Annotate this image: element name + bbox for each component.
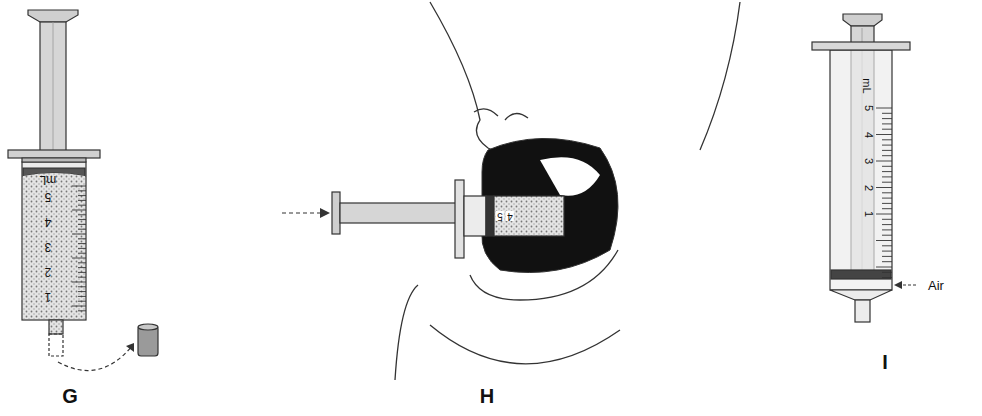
scale-tick	[78, 267, 86, 268]
scale-number: 4	[45, 216, 52, 228]
scale-tick	[882, 166, 892, 167]
scale-tick	[882, 198, 892, 199]
scale-tick	[882, 129, 892, 130]
scale-tick	[882, 139, 892, 140]
figure-letter: H	[480, 386, 494, 406]
syringe-i	[812, 14, 910, 322]
scale-tick	[882, 145, 892, 146]
scale-tick	[876, 187, 892, 188]
dashed-arrow	[282, 212, 322, 213]
scale-number: 5	[496, 211, 504, 221]
scale-tick	[78, 262, 86, 263]
scale-tick	[882, 203, 892, 204]
scale-tick	[78, 286, 86, 287]
scale-tick	[78, 214, 86, 215]
scale-tick	[78, 291, 86, 292]
figure-letter: G	[62, 386, 78, 406]
scale-tick	[78, 205, 86, 206]
scale-tick	[72, 282, 86, 283]
scale-tick	[882, 224, 892, 225]
scale-tick	[882, 171, 892, 172]
scale-tick	[882, 155, 892, 156]
scale-tick	[72, 234, 86, 235]
arrow-head	[894, 281, 902, 289]
scale-tick	[876, 161, 892, 162]
scale-unit: mL	[861, 78, 872, 93]
scale-tick	[78, 224, 86, 225]
scale-tick	[876, 267, 892, 268]
scale-tick	[72, 186, 86, 187]
scale-tick	[876, 240, 892, 241]
scale-number: 1	[45, 291, 52, 303]
scale-tick	[78, 272, 86, 273]
face-profile	[395, 2, 740, 380]
arrow-head	[126, 343, 134, 352]
scale-tick	[78, 243, 86, 244]
scale-tick	[882, 277, 892, 278]
scale-tick	[78, 253, 86, 254]
scale-tick	[78, 219, 86, 220]
leader-line	[900, 285, 916, 286]
tongue	[540, 157, 600, 196]
scale-tick	[882, 272, 892, 273]
scale-tick	[882, 256, 892, 257]
scale-tick	[882, 182, 892, 183]
scale-number: 2	[863, 185, 874, 191]
scale-number: 5	[45, 191, 52, 203]
scale-tick	[882, 261, 892, 262]
scale-tick	[882, 219, 892, 220]
scale-tick	[876, 134, 892, 135]
scale-tick	[72, 306, 86, 307]
scale-tick	[78, 238, 86, 239]
scale-unit: mL	[40, 174, 57, 186]
scale-number: 5	[863, 105, 874, 111]
scale-tick	[882, 123, 892, 124]
syringe-g	[8, 10, 158, 356]
scale-number: 4	[863, 132, 874, 138]
scale-tick	[882, 235, 892, 236]
scale-tick	[882, 251, 892, 252]
scale-number: 3	[863, 158, 874, 164]
scale-tick	[882, 245, 892, 246]
scale-tick	[78, 229, 86, 230]
scale-tick	[78, 310, 86, 311]
arrow-head	[320, 208, 330, 218]
scale-tick	[78, 190, 86, 191]
scale-tick	[78, 296, 86, 297]
scale-tick	[78, 277, 86, 278]
scale-number: 1	[863, 211, 874, 217]
scale-tick	[78, 301, 86, 302]
scale-number: 2	[45, 266, 52, 278]
scale-tick	[78, 195, 86, 196]
callout-label: Air	[928, 279, 944, 292]
scale-tick	[882, 113, 892, 114]
dashed-arrow	[58, 346, 132, 371]
open-mouth	[482, 138, 618, 272]
scale-tick	[882, 150, 892, 151]
scale-number: 4	[506, 211, 514, 221]
scale-tick	[72, 258, 86, 259]
figure-letter: I	[882, 352, 888, 372]
syringe-h	[332, 180, 564, 258]
scale-tick	[876, 108, 892, 109]
scale-tick	[78, 248, 86, 249]
scale-number: 3	[45, 241, 52, 253]
scale-tick	[78, 200, 86, 201]
scale-tick	[72, 210, 86, 211]
scale-tick	[882, 176, 892, 177]
scale-tick	[882, 118, 892, 119]
scale-tick	[876, 214, 892, 215]
scale-tick	[882, 192, 892, 193]
scale-tick	[882, 208, 892, 209]
scale-tick	[882, 229, 892, 230]
